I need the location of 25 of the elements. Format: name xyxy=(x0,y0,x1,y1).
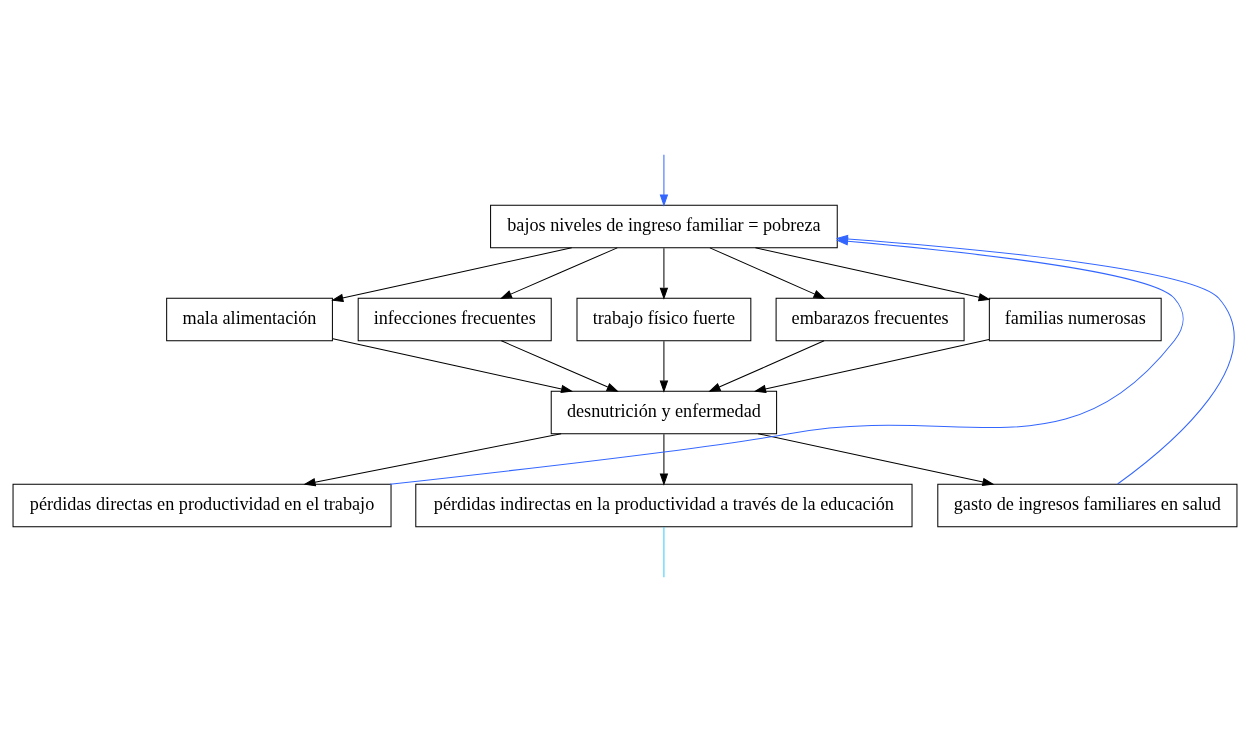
node-box: familias numerosas xyxy=(988,297,1162,341)
node-box: desnutrición y enfermedad xyxy=(550,390,778,434)
node-box: bajos niveles de ingreso familiar = pobreza xyxy=(490,204,838,248)
arrow xyxy=(757,432,995,486)
arrow xyxy=(709,246,826,299)
arrow xyxy=(332,337,574,393)
arrow xyxy=(659,340,669,393)
node-box: trabajo físico fuerte xyxy=(576,297,752,341)
arrow xyxy=(659,433,669,486)
arrow xyxy=(499,246,618,299)
node-box: pérdidas directas en productividad en el trabajo xyxy=(12,483,392,527)
node-box: infecciones frecuentes xyxy=(357,297,552,341)
node-box: pérdidas indirectas en la productividad a través de la educación xyxy=(415,483,913,527)
node-box: mala alimentación xyxy=(166,297,333,341)
arrow xyxy=(303,432,562,486)
arrow xyxy=(331,246,573,302)
arrow xyxy=(659,247,669,300)
arrow xyxy=(659,153,669,207)
connector xyxy=(663,525,665,578)
arrow xyxy=(753,338,990,393)
arrow xyxy=(500,339,619,392)
arrow xyxy=(754,246,991,301)
node-box: embarazos frecuentes xyxy=(775,297,965,341)
arrow xyxy=(708,339,825,392)
node-box: gasto de ingresos familiares en salud xyxy=(937,483,1238,527)
